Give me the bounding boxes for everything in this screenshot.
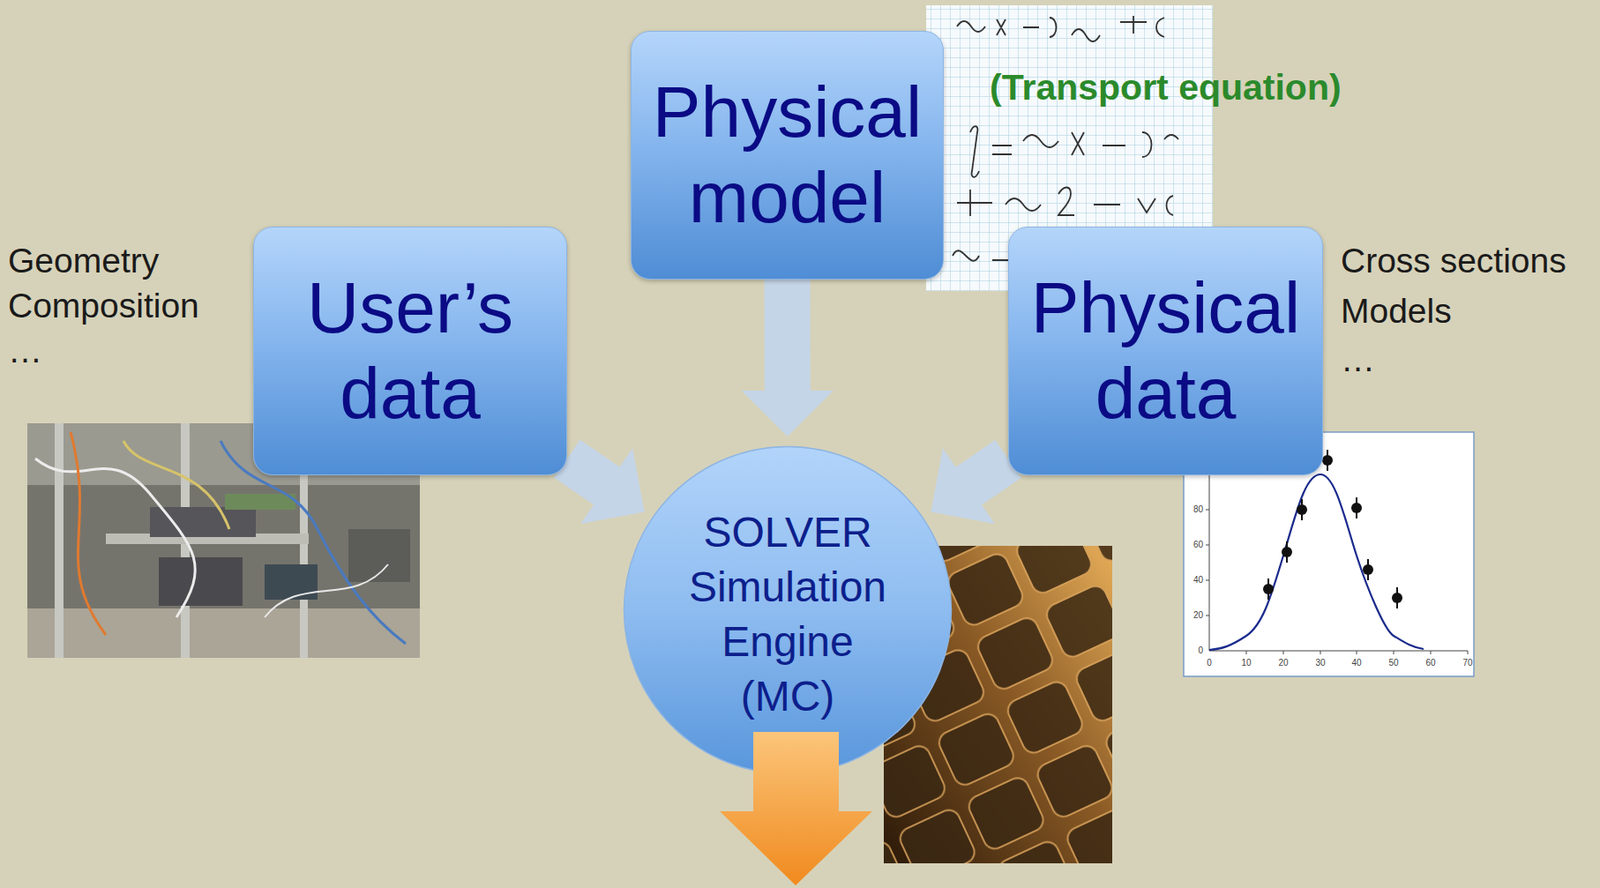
flow-arrow [553,440,644,524]
flow-arrow [741,279,834,437]
axis-tick: 60 [1425,657,1436,669]
lab-photo-part [54,423,64,658]
gaussian-chart-part-part [1351,502,1362,514]
gaussian-chart-part-part [1362,564,1374,576]
axis-tick: 20 [1278,657,1288,669]
math-paper-part-part [957,187,1174,217]
gaussian-chart-part [1209,474,1424,651]
lab-photo-part [224,493,296,510]
axis-tick: 40 [1193,575,1204,586]
axis-tick: 20 [1193,610,1204,621]
axis-tick: 50 [1388,657,1399,669]
box-label: User’s data [269,265,552,437]
model-box: Physical model [630,30,944,280]
math-paper-part-part [957,15,1165,42]
axis-tick: 30 [1315,657,1325,669]
gaussian-chart-part-part [1263,583,1274,595]
input-note: … [7,331,43,372]
input-note: Models [1340,291,1452,332]
input-box: Physical data [1008,226,1324,476]
gaussian-chart-part-part [1322,455,1333,466]
axis-tick: 0 [1206,657,1212,669]
lab-photo-part [158,557,243,606]
input-box: User’s data [253,226,568,476]
axis-tick: 10 [1241,657,1251,669]
lab-photo-part [35,458,195,618]
output-arrow [719,732,873,886]
axis-tick: 60 [1193,539,1204,551]
solver-label: SOLVER Simulation Engine (MC) [677,505,898,725]
box-label: Physical data [1024,265,1308,437]
input-note: Cross sections [1340,241,1567,282]
circle-shape [623,446,951,774]
axis-tick: 40 [1351,657,1361,669]
lab-photo-part [264,564,389,618]
input-note: Composition [7,286,200,327]
gaussian-chart-part [1263,455,1403,604]
axis-tick: 80 [1193,504,1204,516]
input-note: Geometry [7,241,159,282]
lab-photo-part [70,432,106,636]
lab-photo-part [27,608,420,658]
math-paper-part-part [970,126,1179,178]
gaussian-chart-part-part [1391,592,1403,604]
gaussian-chart-part-part [1296,504,1308,516]
axis-tick: 70 [1462,657,1473,669]
lab-photo-part [123,441,230,530]
solver-circle: SOLVER Simulation Engine (MC) [622,445,953,776]
gaussian-chart-part-part [1281,546,1293,558]
gaussian-chart-part [1205,474,1468,655]
axis-tick: 0 [1197,645,1204,657]
gaussian-chart-part [1209,445,1468,651]
equation-note: (Transport equation) [989,67,1342,109]
box-label: Physical model [646,69,928,241]
input-note: … [1340,340,1376,381]
lab-photo-part [264,564,318,600]
